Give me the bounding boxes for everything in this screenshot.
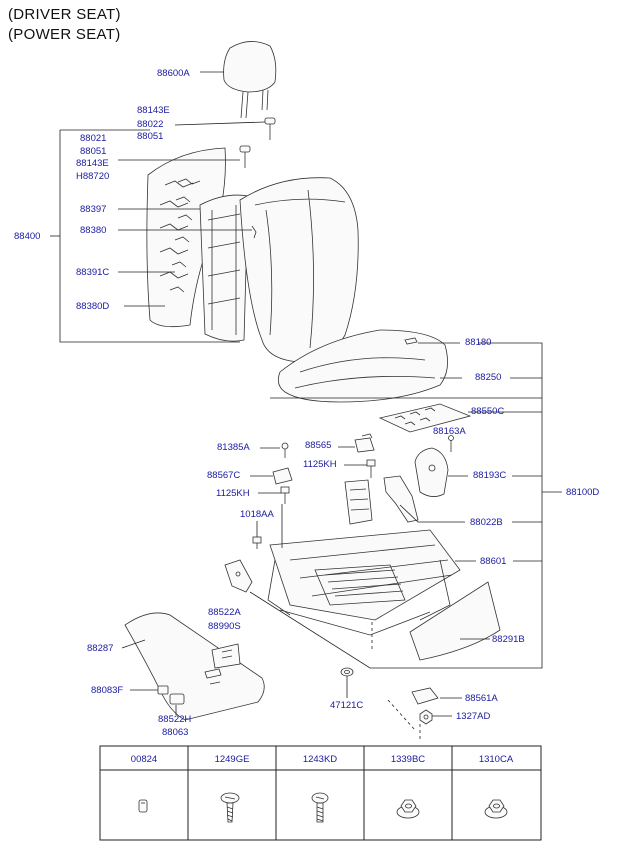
label-88380d: 88380D [76,301,109,312]
seat-track-assembly-icon [267,479,461,636]
nut-47121c-icon [340,667,354,677]
label-88143e: 88143E [76,158,109,169]
switch-knob-88522h-icon [169,693,185,705]
label-1327ad: 1327AD [456,711,490,722]
headrest-icon [223,41,277,119]
table-code-1339bc: 1339BC [391,754,425,765]
seat-pad-icon [378,403,472,433]
bolt-1125kh-upper-icon [366,459,376,478]
label-88400: 88400 [14,231,40,242]
label-88380: 88380 [80,225,106,236]
label-88250: 88250 [475,372,501,383]
label-88522h: 88522H [158,714,191,725]
label-88100d: 88100D [566,487,599,498]
bolt-icon [311,792,329,823]
label-88287: 88287 [87,643,113,654]
nut-1327ad-icon [419,709,433,725]
label-88083f: 88083F [91,685,123,696]
bracket-88522a-icon [224,559,253,593]
label-88391c: 88391C [76,267,109,278]
table-code-00824: 00824 [131,754,157,765]
label-88291b: 88291B [492,634,525,645]
front-cover-88291b-icon [409,581,501,661]
knob-88565-icon [354,433,375,453]
label-88550c: 88550C [471,406,504,417]
label-88021: 88021 [80,133,106,144]
leader-lines [50,71,562,740]
label-47121c: 47121C [330,700,363,711]
side-shield-upper-icon [414,447,449,497]
label-88561a: 88561A [465,693,498,704]
label-88051-top: 88051 [137,131,163,142]
diagram-title-driver-seat: (DRIVER SEAT) [8,6,121,23]
diagram-title-power-seat: (POWER SEAT) [8,26,121,43]
seatback-panel-icon [146,147,226,328]
label-88163a: 88163A [433,426,466,437]
knob-88567c-icon [272,467,293,485]
label-88193c: 88193C [473,470,506,481]
bolt-1125kh-lower-icon [280,486,290,504]
label-88022: 88022 [137,119,163,130]
bracket-88022b-icon [383,475,419,523]
label-88990s: 88990S [208,621,241,632]
headrest-guide-icon [239,117,276,168]
bolt-1018aa-icon [252,536,262,549]
label-88397: 88397 [80,204,106,215]
nut-icon [396,799,420,819]
seat-cushion-cover-icon [277,329,448,403]
label-1018aa: 1018AA [240,509,274,520]
part-labels: 88600A 88143E 88022 88051 88021 88051 88… [14,68,599,738]
table-code-1310ca: 1310CA [479,754,514,765]
flange-nut-icon [484,799,508,819]
label-88051: 88051 [80,146,106,157]
label-1125kh-lower: 1125KH [216,488,250,499]
label-h88720: H88720 [76,171,109,182]
clip-icon [138,799,148,813]
label-81385a: 81385A [217,442,250,453]
label-88565: 88565 [305,440,331,451]
clip-88163a-icon [448,435,454,452]
label-88600a: 88600A [157,68,190,79]
table-code-1243kd: 1243KD [303,754,337,765]
fastener-table: 00824 1249GE 1243KD 1339BC 1310CA [99,745,542,841]
label-88022b: 88022B [470,517,503,528]
bracket-88561a-icon [411,687,439,705]
seatback-frame-icon [199,194,249,342]
label-1125kh-upper: 1125KH [303,459,337,470]
screw-icon [220,792,240,823]
label-88143e-top: 88143E [137,105,170,116]
label-88601: 88601 [480,556,506,567]
seatback-cover-icon [239,177,359,363]
switch-knob-88083f-icon [157,685,169,695]
label-88180: 88180 [465,337,491,348]
table-code-1249ge: 1249GE [215,754,250,765]
label-88567c: 88567C [207,470,240,481]
screw-81385a-icon [281,442,289,458]
side-shield-lower-icon [124,612,265,721]
label-88522a: 88522A [208,607,241,618]
label-88063: 88063 [162,727,188,738]
